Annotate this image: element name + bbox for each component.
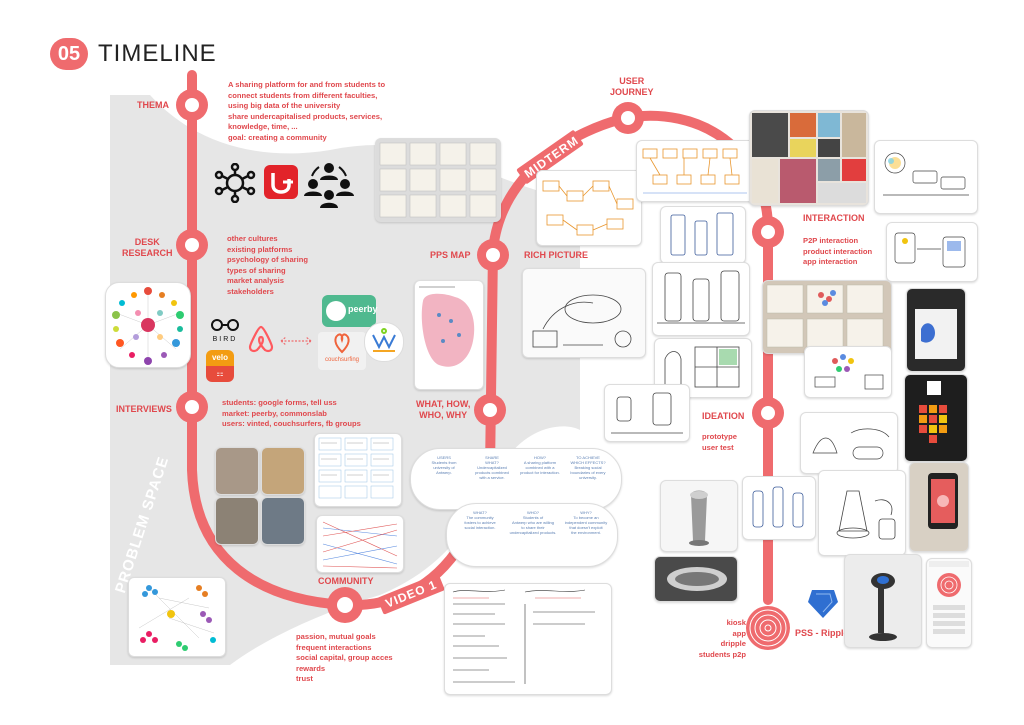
community-list: passion, mutual goals frequent interacti… bbox=[296, 632, 393, 684]
user-journey-map-1 bbox=[536, 170, 642, 246]
platform-logo-icon bbox=[264, 165, 298, 199]
sharing-logo-icon bbox=[364, 322, 404, 362]
moodboard-collage bbox=[749, 110, 869, 206]
kiosk-sketch-2 bbox=[652, 262, 750, 336]
couchsurfing-logo: couchsurfing bbox=[318, 332, 366, 370]
label-rich-picture: RICH PICTURE bbox=[524, 250, 589, 260]
interaction-list: P2P interaction product interaction app … bbox=[803, 236, 873, 267]
label-pps-map: PPS MAP bbox=[430, 250, 471, 260]
prototype-photo-2 bbox=[904, 374, 968, 462]
handwritten-notes bbox=[444, 583, 612, 695]
label-thema: THEMA bbox=[137, 100, 169, 110]
dots-concept-sketch bbox=[804, 346, 892, 398]
video1-tag-bg bbox=[377, 573, 445, 615]
sketches-grid-photo bbox=[375, 138, 501, 222]
label-user-journey: USER JOURNEY bbox=[610, 76, 654, 97]
interview-results-table bbox=[314, 433, 402, 507]
kiosk-render-2 bbox=[654, 556, 738, 602]
kiosk-render-3 bbox=[844, 554, 922, 648]
app-prototype-photo bbox=[909, 462, 969, 552]
interview-photo-2 bbox=[261, 447, 305, 495]
bird-logo: BIRD bbox=[206, 318, 244, 343]
label-interviews: INTERVIEWS bbox=[116, 404, 172, 414]
community-connections-chart bbox=[316, 515, 404, 573]
exchange-arrow-icon bbox=[278, 334, 314, 348]
ideation-list: prototype user test bbox=[702, 432, 738, 452]
interview-photo-4 bbox=[261, 497, 305, 545]
ripple-app-screen bbox=[926, 558, 972, 648]
velo-logo: velo ⚏ bbox=[206, 350, 234, 382]
label-what-how: WHAT, HOW, WHO, WHY bbox=[416, 399, 471, 420]
pps-map-image bbox=[414, 280, 484, 390]
pss-list: kiosk app dripple students p2p bbox=[698, 618, 746, 659]
ideation-sketch-4 bbox=[818, 470, 906, 556]
community-group-icon bbox=[304, 158, 354, 208]
prototype-photo-1 bbox=[906, 288, 966, 372]
stakeholder-map-image bbox=[105, 282, 191, 368]
section-number: 05 bbox=[50, 38, 88, 70]
interview-photo-3 bbox=[215, 497, 259, 545]
kiosk-render-1 bbox=[660, 480, 738, 552]
ideation-sketch-3 bbox=[742, 476, 816, 540]
app-interaction-sketch bbox=[886, 222, 978, 282]
airbnb-logo-icon bbox=[246, 322, 276, 356]
interaction-storyboard bbox=[874, 140, 978, 214]
label-interaction: INTERACTION bbox=[803, 213, 865, 223]
kiosk-concept-sketch bbox=[660, 206, 746, 264]
network-icon bbox=[212, 162, 258, 204]
label-desk-research: DESK RESEARCH bbox=[122, 237, 173, 258]
page-title: TIMELINE bbox=[98, 40, 217, 67]
rich-picture-sketch bbox=[522, 268, 646, 358]
wall-sketches-photo bbox=[762, 280, 892, 354]
thema-description: A sharing platform for and from students… bbox=[228, 80, 386, 142]
peerby-logo: peerby bbox=[322, 295, 378, 327]
user-journey-map-2 bbox=[636, 140, 756, 202]
interview-photo-1 bbox=[215, 447, 259, 495]
desk-research-list: other cultures existing platforms psycho… bbox=[227, 234, 309, 296]
ripple-drop-icon bbox=[804, 584, 842, 620]
midterm-tag-bg bbox=[516, 130, 584, 184]
ripple-logo-icon bbox=[746, 606, 790, 650]
ideation-sketch-2 bbox=[800, 412, 898, 474]
label-ideation: IDEATION bbox=[702, 411, 745, 421]
locker-sketch bbox=[654, 338, 752, 398]
label-community: COMMUNITY bbox=[318, 576, 374, 586]
community-network-map bbox=[128, 577, 226, 657]
ideation-sketch-1 bbox=[604, 384, 690, 442]
label-pss-ripple: PSS - Ripple bbox=[795, 628, 849, 638]
interviews-list: students: google forms, tell uss market:… bbox=[222, 398, 361, 429]
